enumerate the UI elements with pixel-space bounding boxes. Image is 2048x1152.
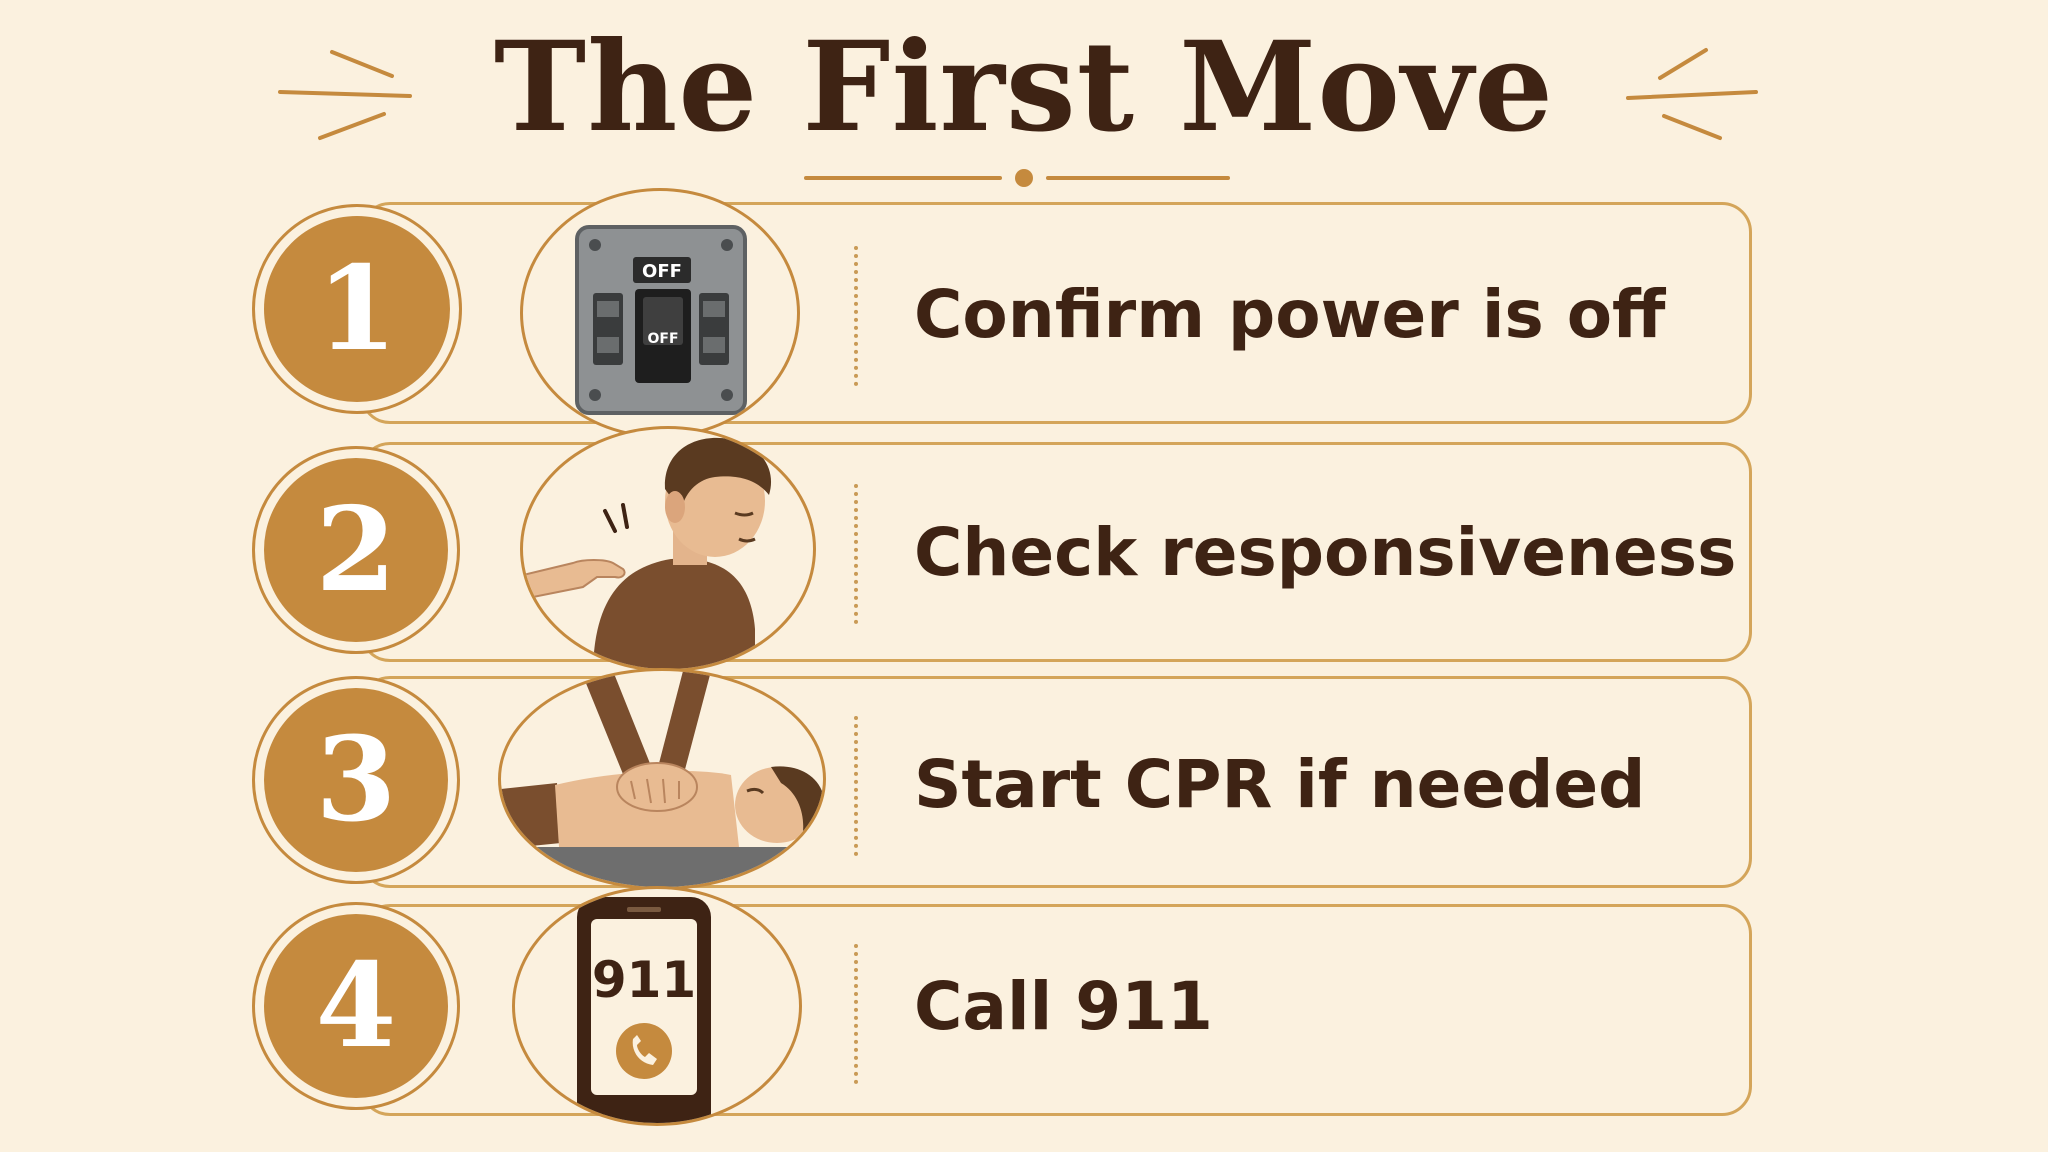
switch-lever-label: OFF: [647, 331, 678, 347]
step-number-3: 3: [264, 688, 448, 872]
page-title: The First Move: [493, 15, 1555, 160]
shoulder-tap-icon: [520, 426, 816, 672]
phone-screen-number: 911: [592, 951, 696, 1009]
step-number-badge-2: 2: [252, 446, 460, 654]
step-number-badge-4: 4: [252, 902, 460, 1110]
breaker-switch-off-icon: OFF OFF: [520, 188, 800, 438]
step-number-4: 4: [264, 914, 448, 1098]
switch-top-label: OFF: [642, 261, 682, 282]
step-number-badge-1: 1: [252, 204, 462, 414]
step-divider-4: [854, 944, 858, 1084]
step-divider-2: [854, 484, 858, 624]
step-number-2: 2: [264, 458, 448, 642]
step-number-1: 1: [264, 216, 450, 402]
step-number-badge-3: 3: [252, 676, 460, 884]
phone-911-icon: 911: [512, 886, 802, 1126]
cpr-compressions-icon: [498, 668, 826, 890]
step-divider-1: [854, 246, 858, 386]
step-divider-3: [854, 716, 858, 856]
step-label-4: Call 911: [914, 968, 1213, 1045]
step-label-3: Start CPR if needed: [914, 746, 1646, 823]
step-label-2: Check responsiveness: [914, 514, 1737, 591]
title-decoration: [278, 48, 1758, 187]
step-label-1: Confirm power is off: [914, 276, 1666, 353]
